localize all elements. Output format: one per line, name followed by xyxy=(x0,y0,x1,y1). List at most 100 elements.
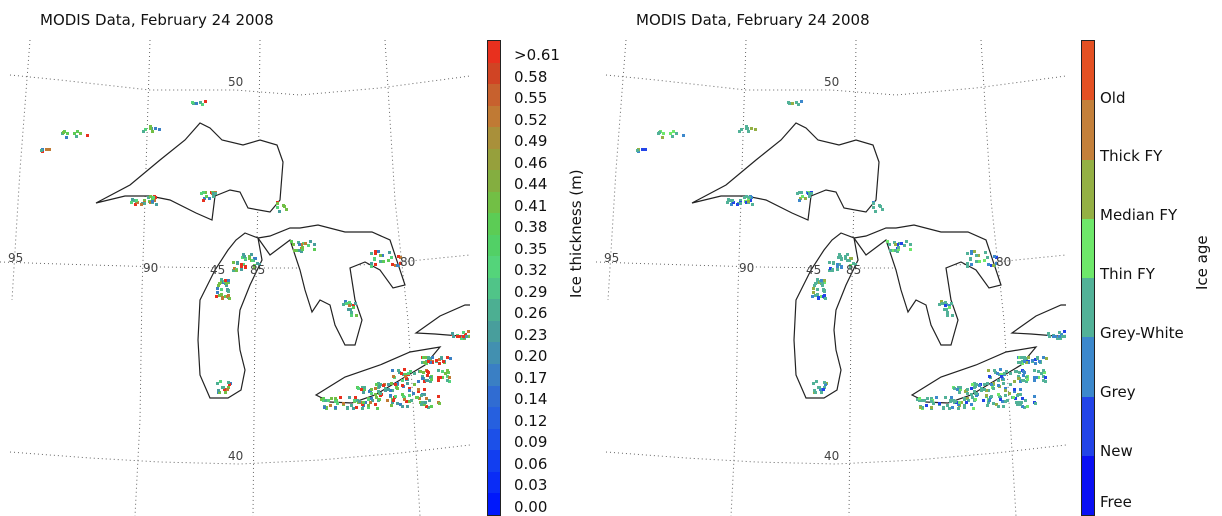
ice-pixel xyxy=(456,335,459,338)
ice-pixel xyxy=(251,259,254,262)
ice-pixel xyxy=(407,372,410,375)
ice-pixel xyxy=(987,389,990,392)
ice-pixel xyxy=(1033,379,1036,382)
colorbar-tick-label: 0.29 xyxy=(514,282,548,301)
ice-pixel xyxy=(140,203,143,206)
ice-pixel xyxy=(844,257,847,260)
ice-pixel xyxy=(1004,389,1007,392)
ice-pixel xyxy=(1064,335,1066,338)
graticule-label: 80 xyxy=(996,255,1011,269)
ice-pixel xyxy=(729,199,732,202)
ice-pixel xyxy=(389,394,392,397)
ice-pixel xyxy=(387,259,390,262)
ice-pixel xyxy=(951,406,954,409)
ice-pixel xyxy=(1042,375,1045,378)
ice-pixel xyxy=(1005,370,1008,373)
ice-pixel xyxy=(203,197,206,200)
ice-pixel xyxy=(736,203,739,206)
ice-pixel xyxy=(1042,369,1045,372)
ice-pixel xyxy=(812,382,815,385)
ice-pixel xyxy=(1048,335,1051,338)
colorbar-segment xyxy=(1082,218,1094,278)
ice-pixel xyxy=(379,383,382,386)
ice-pixel xyxy=(379,254,382,257)
ice-pixel xyxy=(430,405,433,408)
ice-pixel xyxy=(958,391,961,394)
ice-pixel xyxy=(983,259,986,262)
ice-pixel xyxy=(944,301,947,304)
colorbar-segment xyxy=(488,256,500,278)
ice-pixel xyxy=(938,303,941,306)
ice-pixel xyxy=(990,264,993,267)
colorbar-segment xyxy=(488,148,500,171)
colorbar-segment xyxy=(488,62,500,85)
colorbar-category-label: Old xyxy=(1100,89,1126,107)
ice-pixel xyxy=(361,403,364,406)
ice-pixel xyxy=(836,265,839,268)
ice-pixel xyxy=(1052,335,1055,338)
ice-pixel xyxy=(798,191,801,194)
ice-pixel xyxy=(739,199,742,202)
ice-pixel xyxy=(399,403,402,406)
ice-pixel xyxy=(423,388,426,391)
ice-pixel xyxy=(374,250,377,253)
ice-pixel xyxy=(403,368,406,371)
graticule-line xyxy=(384,39,421,516)
colorbar-segment xyxy=(488,342,500,364)
ice-pixel xyxy=(149,127,152,130)
ice-pixel xyxy=(394,264,397,267)
ice-pixel xyxy=(950,396,953,399)
ice-pixel xyxy=(900,242,903,245)
ice-pixel xyxy=(417,380,420,383)
ice-pixel xyxy=(1025,376,1028,379)
ice-pixel xyxy=(309,240,312,243)
ice-pixel xyxy=(298,249,301,252)
ice-pixel xyxy=(923,399,926,402)
ice-pixel xyxy=(878,204,881,207)
ice-pixel xyxy=(226,388,229,391)
ice-pixel xyxy=(350,404,353,407)
ice-pixel xyxy=(143,199,146,202)
ice-pixel xyxy=(410,399,413,402)
ice-pixel xyxy=(1043,371,1046,374)
ice-pixel xyxy=(48,148,51,151)
colorbar-tick-label: 0.20 xyxy=(514,347,548,366)
ice-pixel xyxy=(800,100,803,103)
ice-pixel xyxy=(360,388,363,391)
ice-pixel xyxy=(218,391,221,394)
ice-pixel xyxy=(86,134,89,137)
ice-pixel xyxy=(377,390,380,393)
map-title: MODIS Data, February 24 2008 xyxy=(40,11,274,29)
ice-pixel xyxy=(822,295,825,298)
ice-pixel xyxy=(636,149,639,152)
graticule-label: 95 xyxy=(8,251,23,265)
ice-pixel xyxy=(409,370,412,373)
ice-pixel xyxy=(242,263,245,266)
ice-pixel xyxy=(377,250,380,253)
ice-pixel xyxy=(814,282,817,285)
ice-pixel xyxy=(992,387,995,390)
ice-pixel xyxy=(342,303,345,306)
ice-pixel xyxy=(973,390,976,393)
ice-pixel xyxy=(1013,388,1016,391)
ice-pixel xyxy=(954,400,957,403)
ice-pixel xyxy=(298,243,301,246)
ice-pixel xyxy=(151,200,154,203)
ice-pixel xyxy=(820,279,823,282)
ice-pixel xyxy=(641,148,644,151)
ice-pixel xyxy=(215,295,218,298)
ice-pixel xyxy=(45,148,48,151)
ice-pixel xyxy=(889,249,892,252)
lake-outline-huron xyxy=(256,224,406,346)
ice-pixel xyxy=(995,256,998,259)
ice-pixel xyxy=(1033,395,1036,398)
ice-pixel xyxy=(350,314,353,317)
ice-pixel xyxy=(945,308,948,311)
ice-pixel xyxy=(201,103,204,106)
ice-pixel xyxy=(669,132,672,135)
ice-pixel xyxy=(216,382,219,385)
ice-pixel xyxy=(811,295,814,298)
ice-pixel xyxy=(348,396,351,399)
ice-pixel xyxy=(356,399,359,402)
ice-pixel xyxy=(1018,371,1021,374)
